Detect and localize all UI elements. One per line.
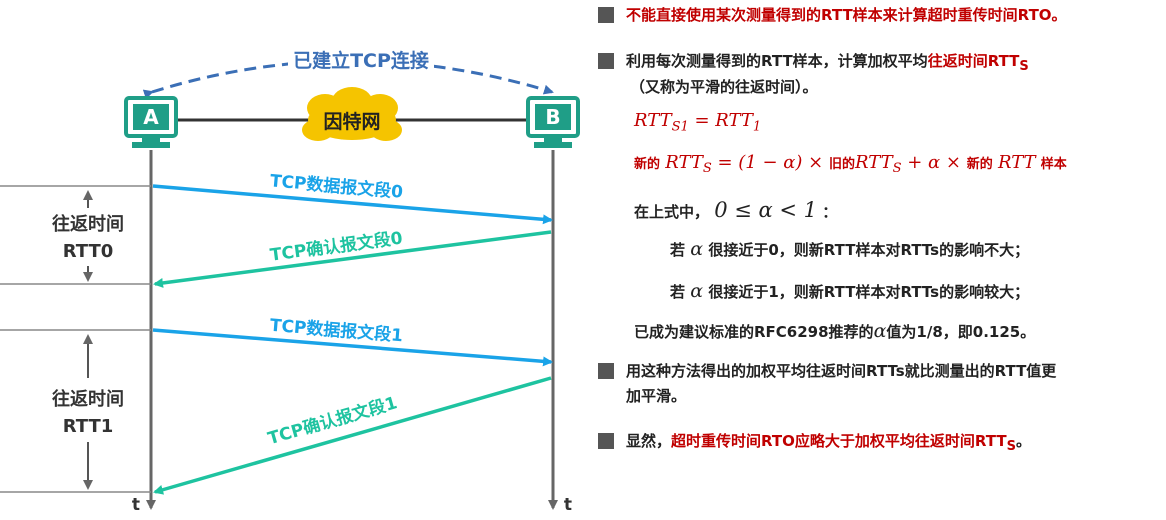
explanation-panel: 不能直接使用某次测量得到的RTT样本来计算超时重传时间RTO。 利用每次测量得到… — [590, 0, 1166, 520]
alpha-near-zero-text: 若 α 很接近于0，则新RTT样本对RTTs的影响不大； — [670, 238, 1030, 260]
formula-smoothed: 新的 RTTS = (1 − α) × 旧的RTTS + α × 新的 RTT … — [634, 152, 1067, 176]
bullet-square-icon — [598, 433, 614, 449]
rtt1-label-line2: RTT1 — [63, 416, 114, 437]
time-label-a: t — [132, 495, 140, 515]
bullet-square-icon — [598, 7, 614, 23]
connection-arc — [142, 59, 554, 100]
host-b-icon — [526, 96, 580, 148]
rtt0-label-line2: RTT0 — [63, 241, 114, 262]
formula-initial: RTTS1 = RTT1 — [634, 110, 762, 135]
alpha-range-text: 在上式中， 0 ≤ α < 1 ： — [634, 198, 838, 222]
bullet-1-text: 不能直接使用某次测量得到的RTT样本来计算超时重传时间RTO。 — [626, 6, 1067, 24]
time-label-b: t — [564, 495, 572, 515]
bullet-4-text: 显然，超时重传时间RTO应略大于加权平均往返时间RTTS。 — [626, 432, 1031, 454]
rtt0-label-line1: 往返时间 — [52, 213, 124, 235]
tcp-rtt-diagram: 已建立TCP连接 因特网 A B t t 往返时间 RTT0 — [0, 48, 580, 515]
host-a-icon — [124, 96, 178, 148]
alpha-near-one-text: 若 α 很接近于1，则新RTT样本对RTTs的影响较大； — [670, 280, 1030, 302]
ack-segment-1-arrow — [153, 376, 552, 495]
bullet-2-text-line2: （又称为平滑的往返时间）。 — [630, 78, 818, 96]
network-label: 因特网 — [323, 111, 380, 133]
connection-label: 已建立TCP连接 — [293, 49, 429, 72]
bullet-square-icon — [598, 53, 614, 69]
ack-segment-0-arrow — [153, 230, 552, 288]
host-b-label: B — [545, 105, 560, 129]
data-segment-1-arrow — [152, 328, 553, 367]
bullet-square-icon — [598, 363, 614, 379]
internet-cloud-icon — [302, 87, 402, 141]
rfc-recommendation-text: 已成为建议标准的RFC6298推荐的α值为1/8，即0.125。 — [634, 320, 1036, 342]
bullet-3-text-line2: 加平滑。 — [626, 387, 687, 405]
data-segment-0-arrow — [152, 184, 553, 225]
bullet-2-text: 利用每次测量得到的RTT样本，计算加权平均往返时间RTTS — [626, 52, 1029, 74]
host-a-label: A — [143, 105, 159, 129]
rtt1-label-line1: 往返时间 — [52, 388, 124, 410]
bullet-3-text: 用这种方法得出的加权平均往返时间RTTs就比测量出的RTT值更 — [626, 362, 1057, 380]
